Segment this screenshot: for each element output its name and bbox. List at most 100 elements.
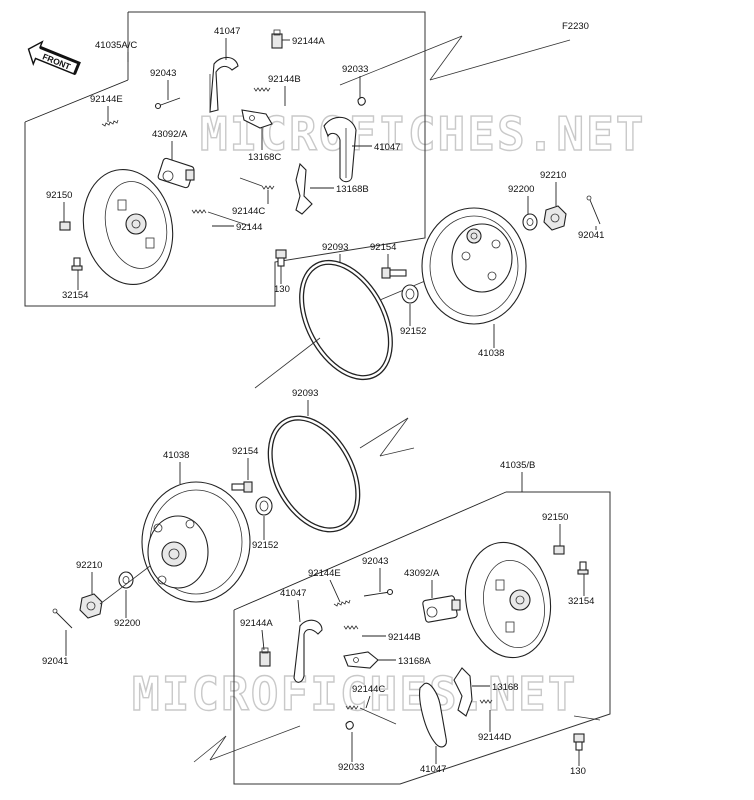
upper-cotter-92041 [586, 195, 601, 225]
label-41047-right: 41047 [374, 142, 400, 153]
upper-seal-92152 [401, 284, 419, 304]
label-92144d: 92144D [478, 732, 511, 743]
lower-bolt-92154 [231, 481, 253, 493]
lower-o-ring [267, 415, 415, 533]
upper-labels: 41035A/C 41047 92144A 92043 92144B 92033… [46, 26, 400, 301]
label-92200-upper: 92200 [508, 184, 534, 195]
label-41047-top: 41047 [214, 26, 240, 37]
lower-spring-92144c [345, 705, 397, 725]
label-92154-lower: 92154 [232, 446, 258, 457]
upper-washer-92200 [522, 213, 538, 231]
label-92200-lower: 92200 [114, 618, 140, 629]
upper-wheel-cylinder [157, 157, 195, 189]
lower-bolt-130 [573, 733, 585, 751]
upper-spring-92144b [253, 87, 271, 92]
label-92093-lower: 92093 [292, 388, 318, 399]
lower-spring-92144e [333, 599, 351, 607]
upper-clip-92144a [271, 29, 283, 49]
label-92041-lower: 92041 [42, 656, 68, 667]
diagram-code: F2230 [562, 21, 589, 32]
upper-spring-92144c [239, 177, 275, 190]
label-92144a-top: 92144A [292, 36, 325, 47]
lower-nut-92210 [79, 593, 103, 619]
lower-lever-13168 [453, 667, 473, 717]
label-92144b-top: 92144B [268, 74, 301, 85]
label-92043-top: 92043 [150, 68, 176, 79]
label-92033-top: 92033 [342, 64, 368, 75]
upper-brake-shoe-top [209, 56, 239, 113]
lower-assembly-frame [193, 491, 611, 785]
label-13168b: 13168B [336, 184, 369, 195]
lower-clip-92144a [259, 647, 271, 667]
front-arrow-icon: FRONT [27, 40, 81, 76]
label-92144-top: 92144 [236, 222, 262, 233]
upper-spring-92144e [101, 119, 119, 127]
label-92043-lower: 92043 [362, 556, 388, 567]
lower-spring-92144b [343, 625, 359, 630]
label-92144c-lower: 92144C [352, 684, 385, 695]
upper-bolt-130 [275, 249, 287, 267]
upper-spring-92144 [191, 209, 251, 227]
label-41035a-c: 41035A/C [95, 40, 137, 51]
label-92154-upper: 92154 [370, 242, 396, 253]
label-92144a-lower: 92144A [240, 618, 273, 629]
label-92033-lower: 92033 [338, 762, 364, 773]
lower-axle-line [99, 565, 151, 605]
lower-bolt-92150 [553, 545, 565, 555]
label-32154-top: 32154 [62, 290, 88, 301]
label-92144e-lower: 92144E [308, 568, 341, 579]
label-41047-lower-bottom: 41047 [420, 764, 446, 775]
upper-assembly-frame [24, 11, 571, 307]
lower-cotter-92041 [52, 608, 73, 629]
watermark-top: MICROFICHES.NET [200, 107, 645, 161]
label-43092a-top: 43092/A [152, 129, 188, 140]
upper-bolt-92154 [381, 267, 407, 279]
upper-lever-13168c [241, 109, 273, 129]
label-92144c-top: 92144C [232, 206, 265, 217]
upper-backing-plate [82, 168, 174, 286]
label-92150-lower: 92150 [542, 512, 568, 523]
lower-brake-shoe-bottom [419, 682, 447, 748]
label-13168a: 13168A [398, 656, 431, 667]
label-130-top: 130 [274, 284, 290, 295]
label-92144e-top: 92144E [90, 94, 123, 105]
lower-backing-plate [464, 541, 552, 659]
watermark-bottom: MICROFICHES.NET [132, 667, 577, 721]
label-92144b-lower: 92144B [388, 632, 421, 643]
lower-brake-drum [141, 481, 251, 603]
label-130-lower: 130 [570, 766, 586, 777]
label-41035b: 41035/B [500, 460, 535, 471]
label-13168c: 13168C [248, 152, 281, 163]
upper-brake-shoe-right [323, 116, 357, 183]
label-13168: 13168 [492, 682, 518, 693]
lower-drum-labels: 92093 41038 92154 92152 92210 92200 9204… [42, 388, 318, 667]
lower-washer-92200 [118, 571, 134, 589]
upper-drum-labels: 92093 92154 92200 92210 92041 92152 4103… [322, 170, 604, 359]
label-92041-upper: 92041 [578, 230, 604, 241]
lower-pin-92043 [363, 588, 394, 597]
lower-clip-92033 [345, 720, 354, 730]
upper-nut-92210 [543, 205, 567, 231]
lower-brake-shoe-left [293, 619, 323, 683]
lower-spring-92144d [479, 699, 493, 704]
label-41047-lower-left: 41047 [280, 588, 306, 599]
lower-lever-13168a [343, 651, 379, 669]
label-92152-lower: 92152 [252, 540, 278, 551]
label-92093-upper: 92093 [322, 242, 348, 253]
lower-labels: 41035/B 92150 92043 92144E 43092/A 32154… [240, 460, 594, 777]
upper-brake-drum [421, 207, 527, 325]
lower-bleeder-32154 [577, 561, 589, 575]
upper-bleeder-32154 [71, 257, 83, 271]
lower-seal-92152 [255, 496, 273, 516]
label-92210-upper: 92210 [540, 170, 566, 181]
upper-pin-92043 [154, 97, 181, 110]
upper-lever-13168b [295, 162, 313, 215]
label-32154-lower: 32154 [568, 596, 594, 607]
label-92152-upper: 92152 [400, 326, 426, 337]
lower-wheel-cylinder [422, 595, 461, 623]
upper-bolt-92150 [59, 221, 71, 231]
label-43092a-lower: 43092/A [404, 568, 440, 579]
label-92150-top: 92150 [46, 190, 72, 201]
label-41038-upper: 41038 [478, 348, 504, 359]
